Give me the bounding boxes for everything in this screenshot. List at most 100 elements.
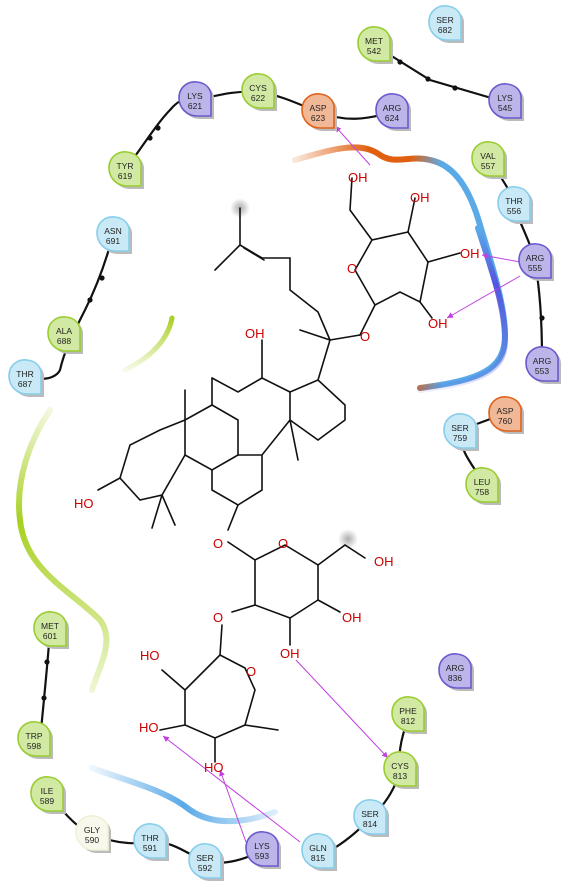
- atom-o-ring-top: O: [347, 261, 357, 276]
- residue-glyph: [497, 186, 531, 222]
- residue-number: 553: [535, 366, 549, 376]
- residue-name: ARG: [446, 663, 464, 673]
- residue-name: ASP: [496, 406, 513, 416]
- pocket-outline: [16, 144, 509, 825]
- hbond-oh-cys813: [295, 659, 389, 759]
- atom-oh-mid-c3: OH: [280, 646, 300, 661]
- residue-glyph: [438, 653, 472, 689]
- residue-glyph: [245, 831, 279, 867]
- atom-o-ring-bot: O: [246, 664, 256, 679]
- atom-ho-bot2: HO: [139, 720, 159, 735]
- residue-glyph: [17, 721, 51, 757]
- residue-chains: [24, 44, 544, 864]
- residue-glyph: [391, 696, 425, 732]
- hbond-arg555-oh: [481, 253, 521, 263]
- ligand-bonds: [97, 177, 461, 763]
- residue-glyph: [241, 73, 275, 109]
- residue-number: 682: [438, 25, 452, 35]
- residue-glyph: [301, 93, 335, 129]
- residue-glyph: [357, 26, 391, 62]
- residue-name: ARG: [383, 103, 401, 113]
- residue-name: PHE: [399, 706, 417, 716]
- residue-glyph: [525, 346, 559, 382]
- residue-number: 601: [43, 631, 57, 641]
- residue-name: MET: [365, 36, 383, 46]
- residue-name: LYS: [254, 841, 270, 851]
- residue-name: SER: [361, 809, 378, 819]
- residue-number: 812: [401, 716, 415, 726]
- residue-number: 813: [393, 771, 407, 781]
- residue-glyph: [178, 81, 212, 117]
- atom-oh-top-c4: OH: [410, 190, 430, 205]
- residue-glyph: [47, 316, 81, 352]
- residue-name: MET: [41, 621, 59, 631]
- methylene-glow: [338, 529, 358, 549]
- residue-number: 545: [498, 103, 512, 113]
- residue-number: 759: [453, 433, 467, 443]
- atom-ho-c3: HO: [74, 496, 94, 511]
- residue-number: 590: [85, 835, 99, 845]
- hydrogen-bonds: [162, 125, 521, 843]
- residue-glyph: [471, 141, 505, 177]
- residue-number: 836: [448, 673, 462, 683]
- residue-number: 591: [143, 843, 157, 853]
- pocket-edge-small: [122, 315, 175, 373]
- atom-ho-bot3: HO: [204, 760, 224, 775]
- residue-name: ILE: [41, 786, 54, 796]
- residue-glyph: [443, 413, 477, 449]
- chain-557-553: [487, 159, 544, 359]
- residue-name: TRP: [26, 731, 43, 741]
- pocket-edge-bottom: [89, 765, 278, 825]
- residue-glyph: [428, 5, 462, 41]
- residue-name: SER: [451, 423, 468, 433]
- residue-name: GLN: [309, 843, 326, 853]
- atom-oh-top-c2: OH: [428, 316, 448, 331]
- hbond-gln815-ho: [162, 735, 301, 843]
- residue-number: 557: [481, 161, 495, 171]
- residue-glyph: [30, 776, 64, 812]
- residue-name: ALA: [56, 326, 72, 336]
- residue-number: 622: [251, 93, 265, 103]
- residue-glyph: [96, 216, 130, 252]
- residue-name: GLY: [84, 825, 101, 835]
- atom-oh-c12: OH: [245, 326, 265, 341]
- residue-number: 592: [198, 863, 212, 873]
- residue-glyph: [75, 815, 109, 851]
- residue-number: 687: [18, 379, 32, 389]
- hbond-arg555-oh2: [446, 275, 521, 319]
- atom-o-ring-mid: O: [278, 536, 288, 551]
- residue-name: LYS: [497, 93, 513, 103]
- atom-o-link-mid: O: [213, 536, 223, 551]
- residue-glyph: [488, 83, 522, 119]
- hbond-oh-asp623: [334, 125, 371, 166]
- residue-number: 758: [475, 487, 489, 497]
- residue-glyph: [133, 823, 167, 859]
- residue-number: 815: [311, 853, 325, 863]
- residue-name: LEU: [474, 477, 491, 487]
- atom-oh-mid-c4: OH: [342, 610, 362, 625]
- residue-name: CYS: [249, 83, 267, 93]
- residue-number: 589: [40, 796, 54, 806]
